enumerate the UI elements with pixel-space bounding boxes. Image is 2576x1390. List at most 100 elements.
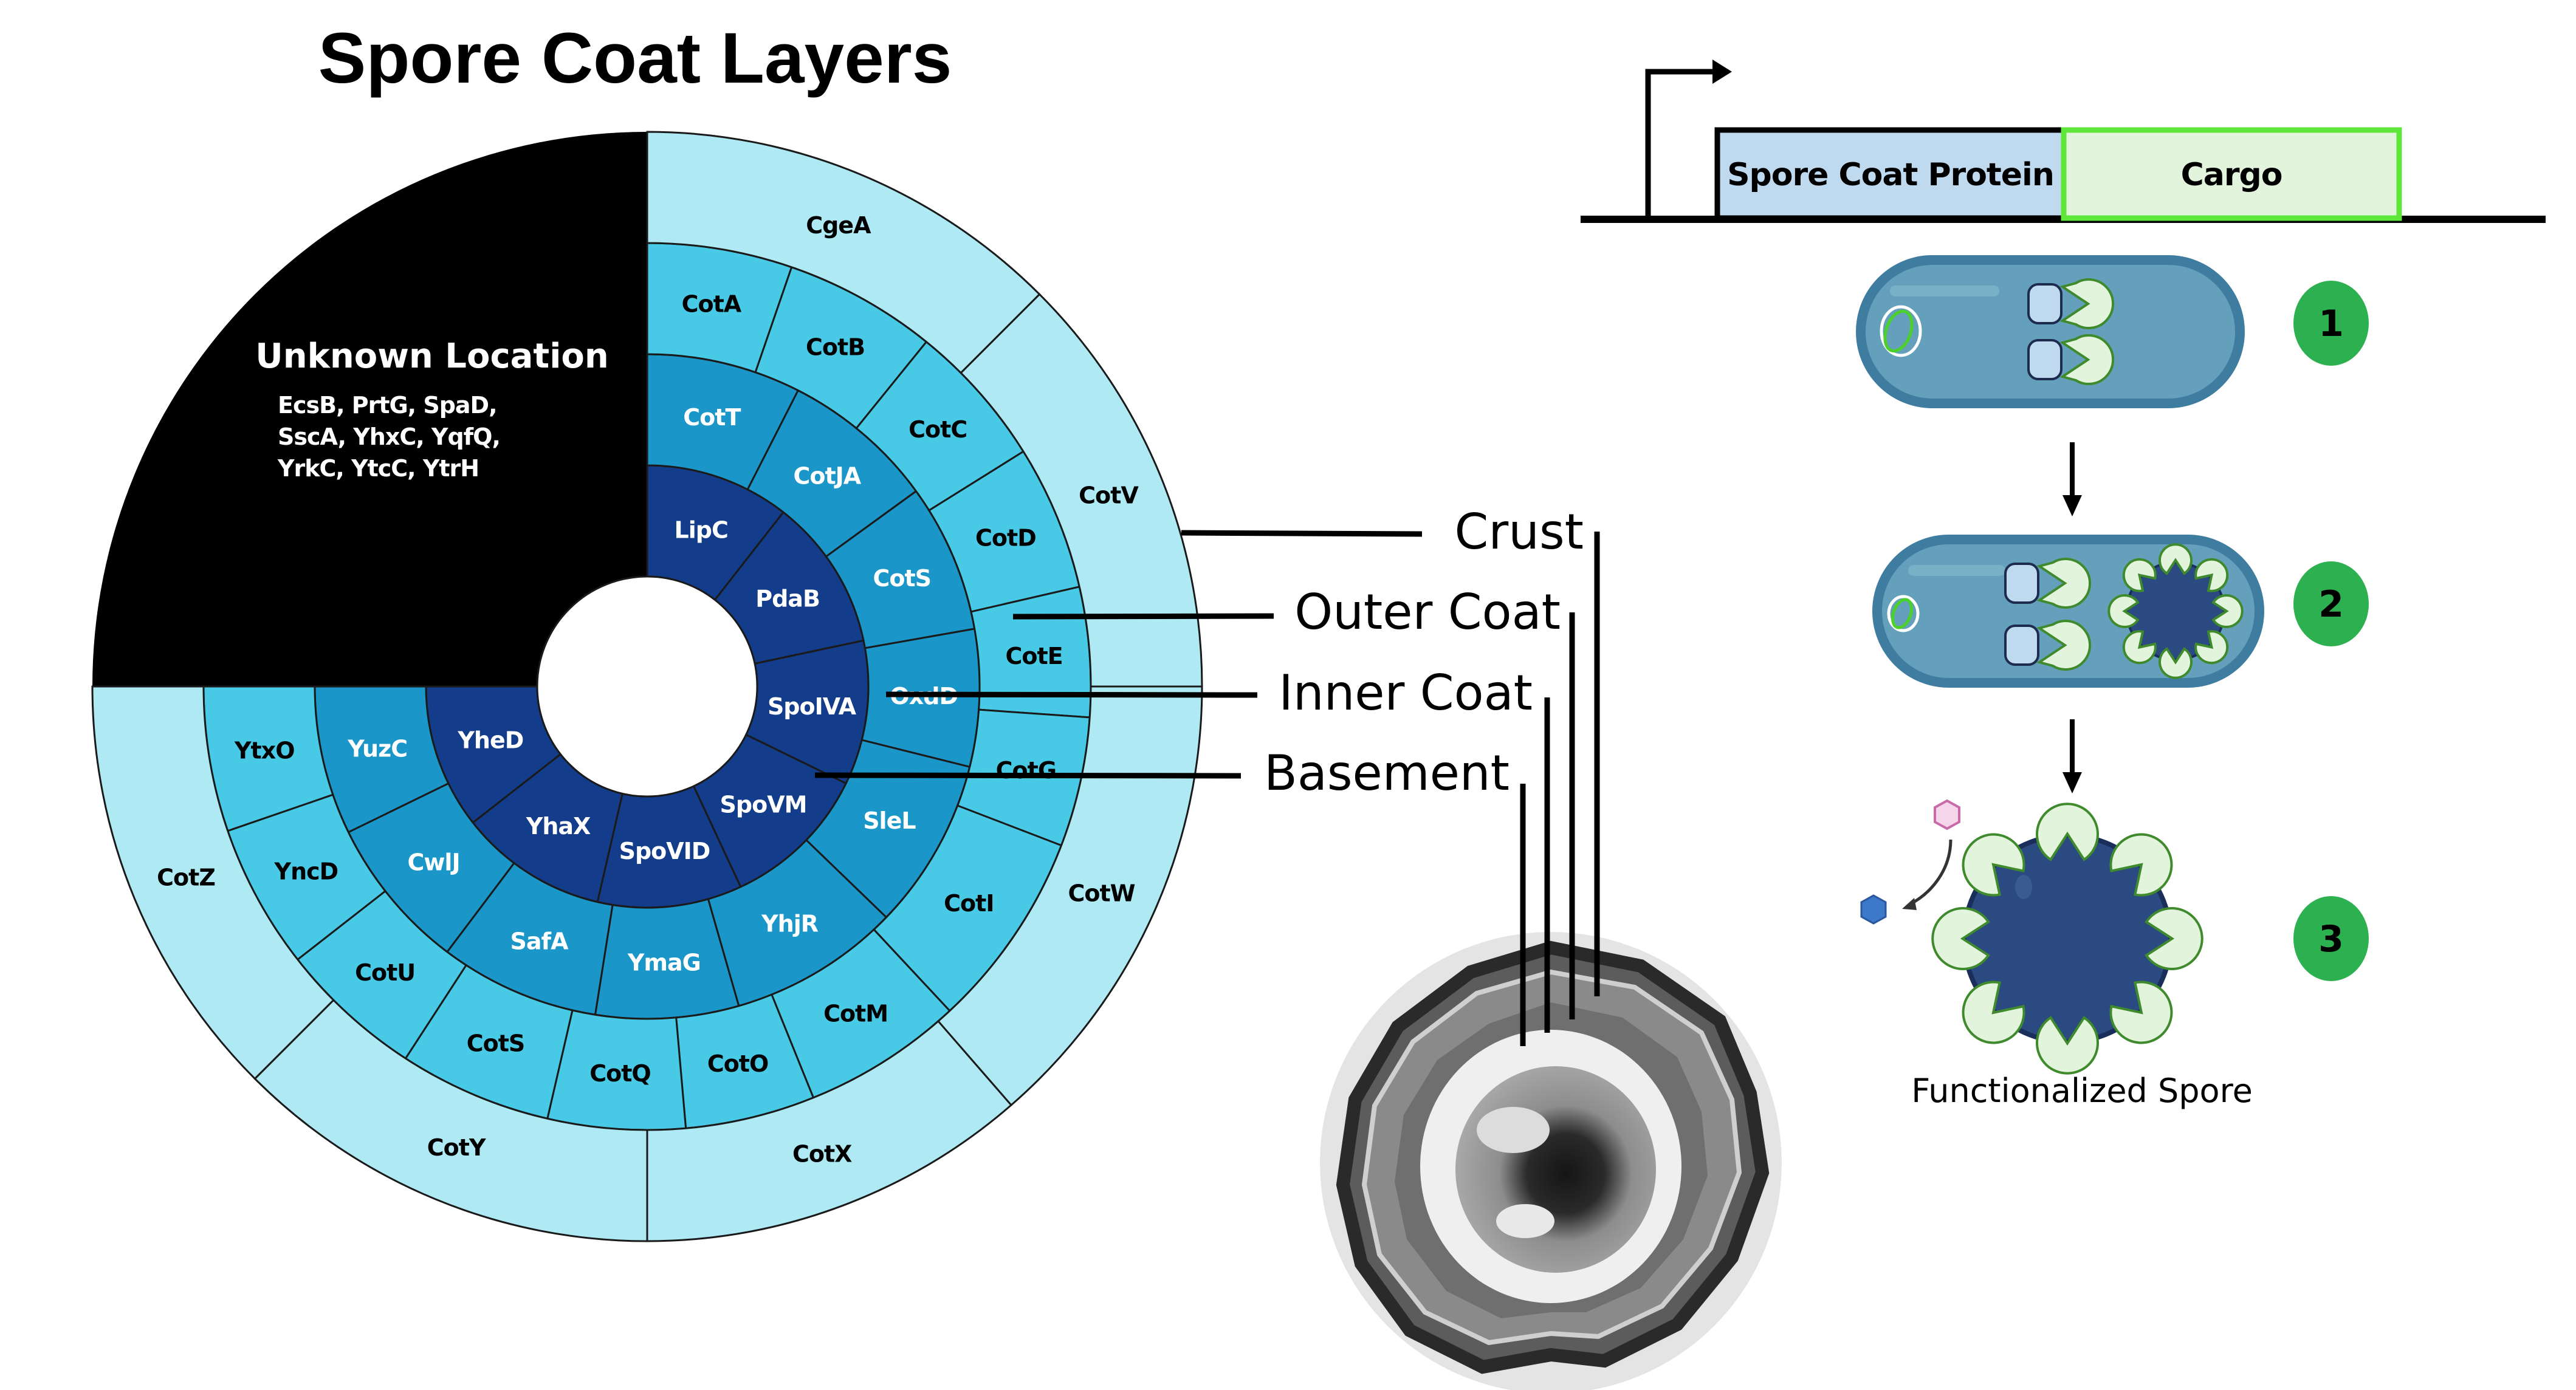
unknown-protein-line: YrkC, YtcC, YtrH [277,455,479,482]
segment-label: YmaG [627,950,701,976]
inner-coat-label: Inner Coat [1279,665,1533,721]
segment-label: SleL [863,807,916,834]
binding-cap-icon [2194,558,2229,592]
segment-label: CotO [707,1050,768,1077]
segment-unknown-location [92,132,647,686]
promoter-arrowhead-icon [1712,60,1732,84]
binding-cap-icon [2159,543,2193,575]
segment-label: SpoVM [720,791,807,818]
step-number: 1 [2318,303,2344,345]
functionalized-spore-label: Functionalized Spore [1911,1072,2253,1110]
segment-label: CotY [427,1134,486,1161]
product-hexagon-icon [1860,894,1887,925]
segment-label: YncD [274,858,338,885]
sunburst-chart: LipC PdaB SpoIVA SpoVM SpoVID YhaX YheD CotT Cot… [91,131,1203,1242]
spore-micrograph [1320,932,1782,1390]
segment-label: CotJA [793,463,861,490]
segment-label: CotV [1079,482,1139,509]
segment-label: YhaX [526,813,591,840]
segment-label: CgeA [806,212,871,239]
step-number: 3 [2318,918,2344,960]
basement-label: Basement [1264,745,1510,801]
fusion-protein-icon [2004,558,2091,609]
segment-cotz [91,685,335,1080]
segment-label: CotU [355,959,415,986]
binding-cap-icon [2145,907,2203,970]
cargo-label: Cargo [2181,157,2282,193]
segment-label: YheD [457,727,523,754]
segment-label: CotE [1005,643,1062,669]
segment-label: CotG [996,757,1056,784]
segment-label: SafA [510,928,569,954]
segment-label: CotI [944,890,994,917]
segment-label: PdaB [755,586,820,612]
spore-coat-protein-label: Spore Coat Protein [1727,157,2054,193]
outer-coat-label: Outer Coat [1294,584,1561,640]
conversion-arrow-icon [1902,839,1953,910]
basement-leader-line [814,772,1242,779]
segment-label: SpoIVA [768,693,857,720]
segment-label: LipC [675,516,728,543]
step-badge-2: 2 [2293,561,2369,646]
step-number: 2 [2318,583,2344,626]
segment-label: YhjR [761,910,819,937]
segment-label: CotW [1068,880,1135,907]
binding-cap-icon [1962,833,2025,897]
fusion-protein-icon [2004,620,2091,671]
binding-cap-icon [2036,1016,2099,1075]
step1-cell [1856,255,2245,408]
genetic-construct: Spore Coat Protein Cargo [1581,60,2546,223]
functionalized-spore-icon [1931,803,2203,1075]
step2-cell [1872,535,2264,688]
segment-label: CwlJ [407,849,459,876]
segment-label: CotS [873,565,932,592]
crust-label: Crust [1455,504,1584,560]
binding-cap-icon [2211,594,2244,628]
fusion-protein-icon [2027,334,2114,385]
step-badge-3: 3 [2293,896,2369,981]
segment-label: CotT [683,404,741,431]
segment-label: CotQ [589,1060,650,1087]
segment-label: CotX [792,1140,852,1167]
center-hole [536,575,758,798]
layer-callouts [814,530,1600,1046]
outer-coat-leader-line [1012,613,1274,620]
segment-label: SpoVID [619,838,710,864]
segment-label: CotD [975,525,1036,552]
promoter-arrow-icon [1645,69,1714,219]
down-arrow-icon [2063,442,2082,516]
segment-label: CotA [682,290,742,317]
segment-label: CotS [467,1030,525,1057]
spore-coat-protein-box [1714,127,2067,221]
step-badge-1: 1 [2293,281,2369,366]
dna-nucleoid-icon [1880,305,1922,357]
binding-cap-icon [1962,981,2025,1044]
segment-label: YtxO [234,737,295,764]
segment-label: YuzC [347,735,407,762]
binding-cap-icon [2122,630,2157,665]
substrate-hexagon-icon [1934,799,1960,830]
segment-label: CotM [823,1001,888,1027]
binding-cap-icon [2109,981,2173,1044]
unknown-protein-line: SscA, YhxC, YqfQ, [278,423,500,450]
binding-cap-icon [2109,833,2173,897]
unknown-location-title: Unknown Location [255,337,608,376]
chart-title: Spore Coat Layers [318,18,952,98]
binding-cap-icon [2107,594,2140,628]
binding-cap-icon [2159,647,2193,679]
cargo-box [2061,127,2402,221]
down-arrow-icon [2063,719,2082,793]
binding-cap-icon [2194,630,2229,665]
unknown-protein-line: EcsB, PrtG, SpaD, [278,392,497,419]
binding-cap-icon [2122,558,2157,592]
fusion-protein-icon [2027,278,2114,329]
segment-label: CotZ [157,864,215,891]
segment-label: CotC [908,416,967,443]
inner-coat-leader-line [885,691,1258,698]
unknown-location-block: Unknown Location EcsB, PrtG, SpaD, SscA,… [255,337,608,482]
crust-leader-line [1181,530,1423,537]
segment-label: CotB [806,334,865,361]
dna-nucleoid-icon [1887,595,1920,632]
binding-cap-icon [2036,803,2099,861]
